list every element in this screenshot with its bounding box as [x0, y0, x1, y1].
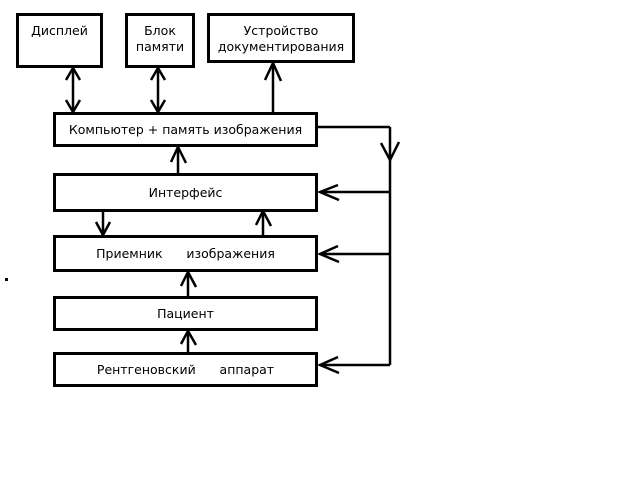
node-image-receptor-label: Приемник изображения: [96, 245, 275, 261]
node-xray-machine-label: Рентгеновский аппарат: [96, 361, 275, 377]
node-xray-machine[interactable]: Рентгеновский аппарат: [53, 352, 318, 387]
node-patient-label: Пациент: [157, 305, 214, 321]
connector-computer-display: [64, 65, 82, 115]
node-computer-label: Компьютер + память изображения: [68, 121, 303, 137]
connector-interface-computer: [169, 144, 188, 173]
node-display[interactable]: Дисплей: [16, 13, 103, 68]
connector-interface-image-receptor: [94, 212, 112, 238]
node-memory-unit-label: Блок памяти: [135, 23, 185, 54]
connector-xray-machine-patient: [179, 328, 198, 352]
node-image-receptor[interactable]: Приемник изображения: [53, 235, 318, 272]
connector-image-receptor-interface: [254, 208, 273, 235]
node-interface-label: Интерфейс: [148, 184, 223, 200]
stray-dot-artifact: [5, 278, 8, 281]
connector-patient-image-receptor: [179, 269, 198, 296]
node-documentation[interactable]: Устройство документирования: [207, 13, 355, 63]
node-computer[interactable]: Компьютер + память изображения: [53, 112, 318, 147]
node-interface[interactable]: Интерфейс: [53, 173, 318, 212]
node-documentation-label: Устройство документирования: [217, 23, 345, 54]
connector-control-bus: [316, 125, 401, 375]
connector-computer-documentation: [263, 59, 283, 112]
node-memory-unit[interactable]: Блок памяти: [125, 13, 195, 68]
node-patient[interactable]: Пациент: [53, 296, 318, 331]
connector-computer-memory-unit: [149, 65, 167, 115]
node-display-label: Дисплей: [31, 23, 88, 38]
